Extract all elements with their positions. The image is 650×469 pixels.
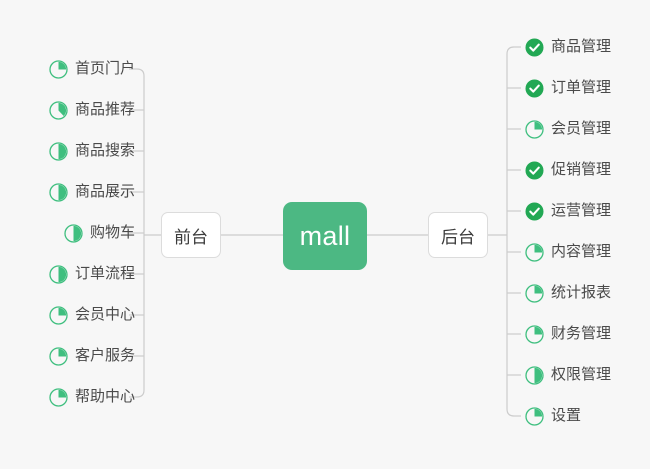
pie-progress-icon (525, 365, 544, 385)
leaf-label: 商品搜索 (74, 142, 135, 159)
leaf-item[interactable]: 运营管理 (525, 198, 611, 224)
pie-progress-icon (64, 223, 83, 243)
leaf-label: 权限管理 (551, 366, 612, 383)
leaf-label: 订单流程 (74, 265, 135, 282)
branch-node-front[interactable]: 前台 (161, 212, 221, 258)
connector-line (506, 46, 515, 417)
check-circle-icon (525, 161, 544, 180)
leaf-item[interactable]: 购物车 (64, 220, 135, 246)
leaf-item[interactable]: 商品管理 (525, 34, 611, 60)
pie-progress-icon (525, 242, 544, 262)
leaf-item[interactable]: 客户服务 (49, 343, 135, 369)
leaf-item[interactable]: 设置 (525, 403, 581, 429)
center-node-mall[interactable]: mall (283, 202, 367, 270)
leaf-label: 购物车 (89, 224, 135, 241)
check-circle-icon (525, 38, 544, 57)
leaf-label: 订单管理 (551, 79, 612, 96)
leaf-label: 帮助中心 (74, 388, 135, 405)
leaf-label: 运营管理 (551, 202, 612, 219)
leaf-item[interactable]: 订单管理 (525, 75, 611, 101)
leaf-item[interactable]: 促销管理 (525, 157, 611, 183)
leaf-label: 统计报表 (551, 284, 612, 301)
leaf-item[interactable]: 商品搜索 (49, 138, 135, 164)
pie-progress-icon (525, 119, 544, 139)
pie-progress-icon (525, 283, 544, 303)
leaf-item[interactable]: 订单流程 (49, 261, 135, 287)
leaf-label: 会员中心 (74, 306, 135, 323)
leaf-label: 财务管理 (551, 325, 612, 342)
leaf-label: 内容管理 (551, 243, 612, 260)
leaf-item[interactable]: 首页门户 (49, 56, 135, 82)
pie-progress-icon (49, 100, 68, 120)
pie-progress-icon (49, 141, 68, 161)
pie-progress-icon (525, 324, 544, 344)
check-circle-icon (525, 79, 544, 98)
leaf-label: 商品推荐 (74, 101, 135, 118)
leaf-item[interactable]: 帮助中心 (49, 384, 135, 410)
leaf-label: 商品管理 (551, 38, 612, 55)
leaf-label: 客户服务 (74, 347, 135, 364)
leaf-label: 首页门户 (74, 60, 135, 77)
pie-progress-icon (49, 264, 68, 284)
leaf-item[interactable]: 会员管理 (525, 116, 611, 142)
leaf-label: 商品展示 (74, 183, 135, 200)
leaf-item[interactable]: 商品推荐 (49, 97, 135, 123)
pie-progress-icon (525, 406, 544, 426)
leaf-item[interactable]: 权限管理 (525, 362, 611, 388)
leaf-label: 会员管理 (551, 120, 612, 137)
leaf-item[interactable]: 统计报表 (525, 280, 611, 306)
leaf-item[interactable]: 会员中心 (49, 302, 135, 328)
pie-progress-icon (49, 387, 68, 407)
pie-progress-icon (49, 346, 68, 366)
leaf-item[interactable]: 商品展示 (49, 179, 135, 205)
pie-progress-icon (49, 59, 68, 79)
pie-progress-icon (49, 305, 68, 325)
pie-progress-icon (49, 182, 68, 202)
leaf-label: 设置 (551, 407, 582, 424)
branch-node-back[interactable]: 后台 (428, 212, 488, 258)
leaf-label: 促销管理 (551, 161, 612, 178)
leaf-item[interactable]: 内容管理 (525, 239, 611, 265)
check-circle-icon (525, 202, 544, 221)
leaf-item[interactable]: 财务管理 (525, 321, 611, 347)
